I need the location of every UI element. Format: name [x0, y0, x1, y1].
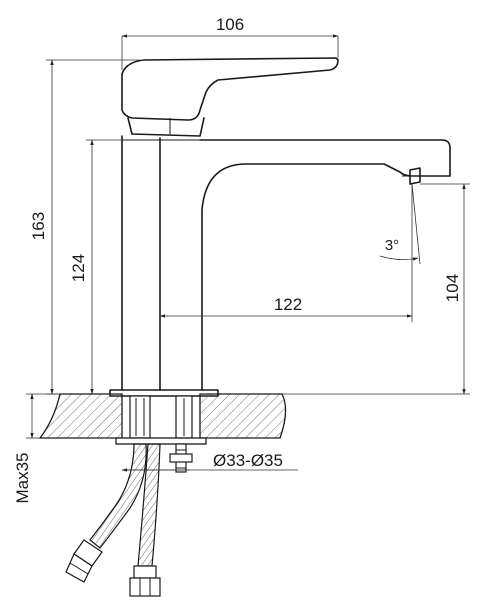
dim-spout-reach: 122	[274, 295, 302, 314]
dim-total-height: 163	[29, 212, 48, 240]
dim-spout-angle: 3°	[385, 237, 399, 254]
faucet-column	[121, 135, 161, 391]
handle-base	[127, 117, 205, 137]
dimension-lines	[26, 34, 470, 472]
faucet-body	[109, 57, 451, 397]
countertop-section	[38, 393, 287, 439]
dimension-labels: 106 163 124 122 104 3° Ø33-Ø35 Max35	[13, 15, 462, 504]
hose-fitting-left	[65, 539, 103, 583]
dim-spout-height: 104	[443, 274, 462, 302]
dim-hole-diameter: Ø33-Ø35	[213, 451, 283, 470]
spout	[199, 139, 451, 391]
flexible-hoses	[65, 443, 161, 597]
under-counter-fixings	[115, 437, 207, 473]
dim-handle-width: 106	[216, 15, 244, 34]
dim-max-thickness: Max35	[13, 452, 32, 503]
handle-lever	[121, 57, 339, 121]
hose-fitting-right	[129, 565, 161, 597]
dim-body-height: 124	[69, 254, 88, 282]
